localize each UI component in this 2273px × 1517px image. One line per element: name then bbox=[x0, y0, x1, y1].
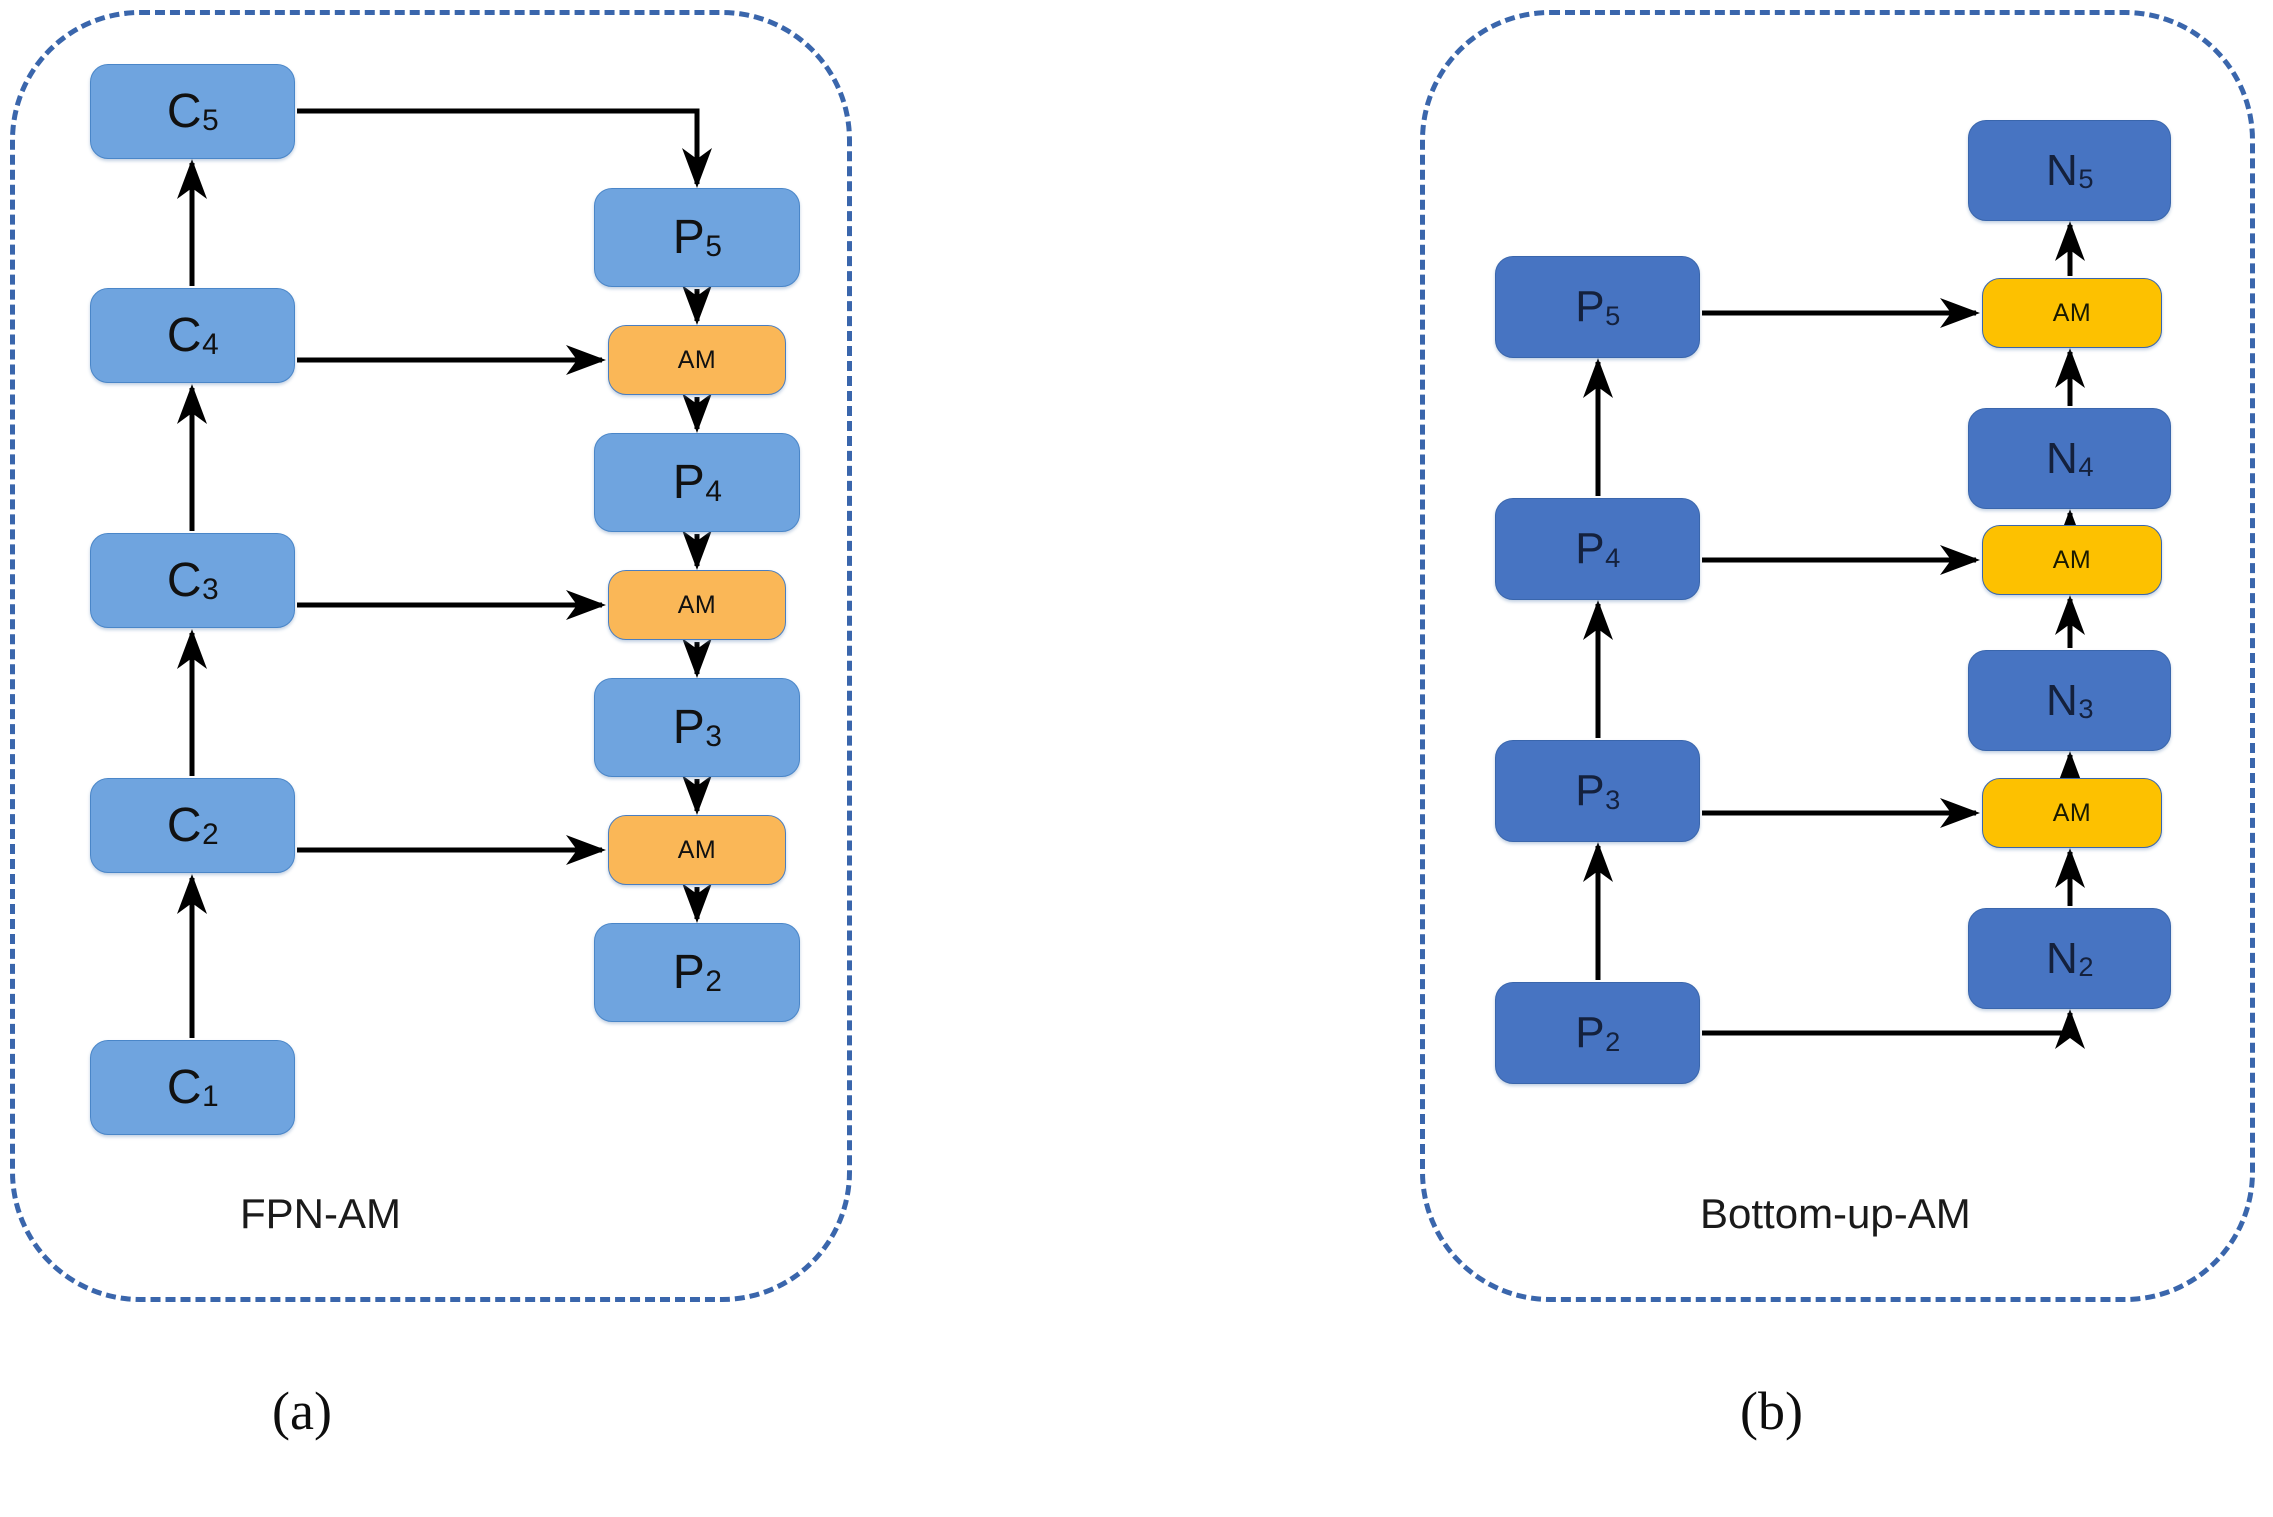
node-label: N bbox=[2046, 675, 2078, 725]
node-label-subscript: 5 bbox=[705, 229, 722, 263]
node-bottom-up-am-am5: AM bbox=[1982, 278, 2162, 348]
panel-fpn-am bbox=[10, 10, 852, 1302]
node-fpn-am-am5: AM bbox=[608, 325, 786, 395]
node-label: C bbox=[166, 84, 202, 138]
node-label: P bbox=[1575, 282, 1605, 331]
node-label-subscript: 2 bbox=[1605, 1025, 1621, 1057]
node-label-subscript: 2 bbox=[202, 817, 219, 851]
panel-title-bottom-up-am: Bottom-up-AM bbox=[1700, 1190, 1971, 1237]
node-label-subscript: 2 bbox=[2078, 951, 2094, 983]
figure-caption-a: (a) bbox=[272, 1381, 332, 1441]
node-label-subscript: 4 bbox=[1605, 541, 1621, 573]
node-label: AM bbox=[2052, 298, 2092, 327]
node-label: AM bbox=[2052, 798, 2092, 827]
node-bottom-up-am-am4: AM bbox=[1982, 525, 2162, 595]
node-label-subscript: 3 bbox=[202, 572, 219, 606]
node-bottom-up-am-am3: AM bbox=[1982, 778, 2162, 848]
panel-bottom-up-am bbox=[1420, 10, 2255, 1302]
node-label-subscript: 3 bbox=[1605, 783, 1621, 815]
node-label: C bbox=[166, 308, 202, 362]
node-label-subscript: 4 bbox=[2078, 451, 2094, 483]
node-label: N bbox=[2046, 933, 2078, 983]
node-label-subscript: 3 bbox=[705, 719, 722, 753]
node-label: P bbox=[1575, 766, 1605, 815]
node-label: N bbox=[2046, 433, 2078, 483]
node-label: C bbox=[166, 798, 202, 852]
node-label: P bbox=[672, 945, 705, 999]
node-label-subscript: 1 bbox=[202, 1079, 219, 1113]
node-fpn-am-am4: AM bbox=[608, 570, 786, 640]
node-label: P bbox=[1575, 1008, 1605, 1057]
node-label: AM bbox=[677, 590, 717, 619]
node-label-subscript: 5 bbox=[2078, 163, 2094, 195]
node-label: N bbox=[2046, 145, 2078, 195]
figure-caption-b: (b) bbox=[1740, 1381, 1803, 1441]
node-label: P bbox=[672, 700, 705, 754]
node-fpn-am-am3: AM bbox=[608, 815, 786, 885]
panel-title-fpn-am: FPN-AM bbox=[240, 1190, 401, 1237]
node-label: C bbox=[166, 1060, 202, 1114]
node-label: P bbox=[1575, 524, 1605, 573]
node-label-subscript: 5 bbox=[1605, 299, 1621, 331]
node-label-subscript: 3 bbox=[2078, 693, 2094, 725]
node-label: AM bbox=[2052, 545, 2092, 574]
node-label: AM bbox=[677, 345, 717, 374]
node-label: P bbox=[672, 455, 705, 509]
node-label-subscript: 4 bbox=[202, 327, 219, 361]
node-label: P bbox=[672, 210, 705, 264]
node-label-subscript: 4 bbox=[705, 474, 722, 508]
node-label-subscript: 2 bbox=[705, 964, 722, 998]
node-label: C bbox=[166, 553, 202, 607]
node-label: AM bbox=[677, 835, 717, 864]
node-label-subscript: 5 bbox=[202, 103, 219, 137]
